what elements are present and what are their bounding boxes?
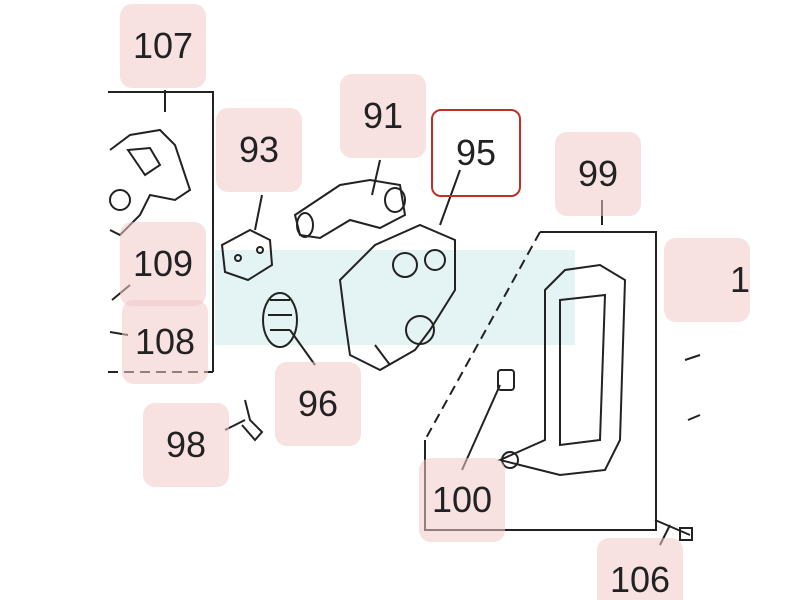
callout-98[interactable]: 98 [143,403,229,487]
part-96-knob [262,292,298,348]
callout-99[interactable]: 99 [555,132,641,216]
part-100-fitting [497,369,515,391]
callout-93[interactable]: 93 [216,108,302,192]
part-98-clip [241,399,264,442]
callout-95-selected[interactable]: 95 [431,109,521,197]
callout-partial[interactable]: 1 [664,238,750,322]
part-107-fragment [109,128,192,237]
callout-108[interactable]: 108 [122,300,208,384]
part-95-carburetor [338,223,456,372]
callout-91[interactable]: 91 [340,74,426,158]
assembly-boundary-left [108,91,214,372]
callout-100[interactable]: 100 [419,458,505,542]
callout-107[interactable]: 107 [120,4,206,88]
callout-106[interactable]: 106 [597,538,683,600]
callout-96[interactable]: 96 [275,362,361,446]
part-99-housing [496,263,627,477]
callout-109[interactable]: 109 [120,222,206,306]
part-106-screw [654,519,693,541]
part-93-gasket [220,228,274,282]
part-91-elbow [293,178,407,240]
